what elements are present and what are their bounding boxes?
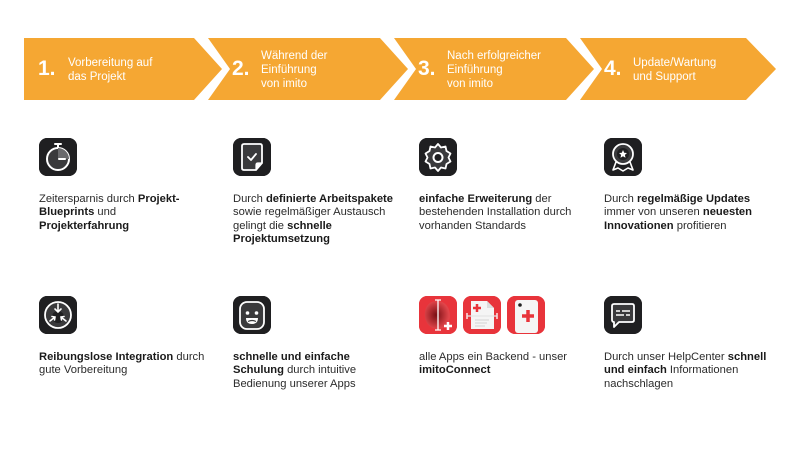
- benefit-text: Reibungslose Integration durch gute Vorb…: [39, 351, 209, 378]
- benefit-text: Durch regelmäßige Updates immer von unse…: [604, 193, 774, 233]
- step-number: 1.: [38, 57, 56, 80]
- step-label-line: Einführung: [261, 64, 317, 76]
- benefit-text-emphasis: schnell und einfach: [604, 351, 767, 377]
- benefit-text: schnelle und einfache Schulung durch int…: [233, 351, 403, 391]
- step-label-line: das Projekt: [68, 71, 126, 83]
- benefit-text-segment: der bestehenden Installation durch vorha…: [419, 193, 572, 232]
- benefit-card-4: Durch regelmäßige Updates immer von unse…: [604, 138, 774, 233]
- benefit-text: einfache Erweiterung der bestehenden Ins…: [419, 193, 589, 233]
- benefit-text-emphasis: einfache Erweiterung: [419, 193, 533, 205]
- step-label-line: Vorbereitung auf: [68, 57, 153, 69]
- step-label-line: und Support: [633, 71, 696, 83]
- benefit-text-emphasis: Projekterfahrung: [39, 219, 130, 232]
- step-4: 4. Update/Wartung und Support: [580, 38, 776, 100]
- wound-measure-app-icon: [419, 296, 457, 334]
- process-steps: 1. Vorbereitung auf das Projekt 2. Währe…: [24, 38, 784, 100]
- step-2: 2. Während der Einführung von imito: [208, 38, 408, 100]
- gear-icon: [419, 138, 457, 176]
- award-badge-icon: [604, 138, 642, 176]
- step-number: 3.: [418, 57, 436, 80]
- benefit-text-emphasis: schnelle Projektumsetzung: [233, 219, 332, 246]
- step-number: 4.: [604, 57, 622, 80]
- benefit-card-8: Durch unser HelpCenter schnell und einfa…: [604, 296, 774, 391]
- step-arrow-shape: [24, 38, 222, 100]
- step-label: Während der Einführung von imito: [261, 49, 327, 91]
- step-3: 3. Nach erfolgreicher Einführung von imi…: [394, 38, 594, 100]
- step-label: Nach erfolgreicher Einführung von imito: [447, 49, 541, 91]
- benefit-text-segment: Zeitersparnis durch: [39, 193, 138, 205]
- merge-arrows-icon: [39, 296, 77, 334]
- step-label-line: Nach erfolgreicher: [447, 50, 541, 62]
- benefit-text-segment: Durch: [604, 193, 637, 205]
- benefit-card-7: alle Apps ein Backend - unser imitoConne…: [419, 296, 589, 378]
- benefit-text-emphasis: schnelle und einfache Schulung: [233, 351, 350, 377]
- benefit-text-emphasis: neuesten Innovationen: [604, 206, 752, 232]
- step-label-line: von imito: [261, 78, 308, 90]
- benefit-text-segment: profitieren: [673, 219, 727, 232]
- chat-bubble-icon: [604, 296, 642, 334]
- benefit-text: Durch unser HelpCenter schnell und einfa…: [604, 351, 774, 391]
- step-1: 1. Vorbereitung auf das Projekt: [24, 38, 222, 100]
- benefit-text-emphasis: regelmäßige Updates: [636, 193, 751, 205]
- benefit-text-emphasis: Reibungslose Integration: [39, 351, 174, 363]
- benefit-text: Zeitersparnis durch Projekt-Blueprints u…: [39, 193, 209, 233]
- benefit-text-segment: Durch: [233, 193, 266, 205]
- benefit-text-segment: Informationen nachschlagen: [604, 364, 739, 390]
- benefit-text-segment: sowie regelmäßiger Austausch gelingt die: [233, 206, 386, 232]
- step-arrow-shape: [580, 38, 776, 100]
- step-label-line: von imito: [447, 78, 494, 90]
- benefit-card-2: Durch definierte Arbeitspakete sowie reg…: [233, 138, 403, 247]
- benefit-text-segment: Durch unser HelpCenter: [604, 351, 728, 363]
- benefit-card-3: einfache Erweiterung der bestehenden Ins…: [419, 138, 589, 233]
- benefit-text: alle Apps ein Backend - unser imitoConne…: [419, 351, 589, 378]
- step-label: Vorbereitung auf das Projekt: [68, 56, 152, 84]
- benefit-text-segment: durch intuitive Bedienung unserer Apps: [233, 364, 357, 390]
- step-label: Update/Wartung und Support: [633, 56, 716, 84]
- imito-apps-icons: [419, 296, 589, 334]
- benefit-text-segment: immer von unseren: [604, 206, 703, 219]
- benefit-text-segment: durch gute Vorbereitung: [39, 351, 205, 377]
- benefit-card-5: Reibungslose Integration durch gute Vorb…: [39, 296, 209, 378]
- photo-doc-app-icon: [507, 296, 545, 334]
- benefit-text-emphasis: definierte Arbeitspakete: [265, 193, 393, 205]
- smiley-face-icon: [233, 296, 271, 334]
- step-label-line: Während der: [261, 50, 328, 62]
- step-number: 2.: [232, 57, 250, 80]
- stopwatch-icon: [39, 138, 77, 176]
- step-arrow-shape: [394, 38, 594, 100]
- benefit-card-1: Zeitersparnis durch Projekt-Blueprints u…: [39, 138, 209, 233]
- benefit-text-segment: und: [94, 206, 117, 219]
- document-measure-app-icon: [463, 296, 501, 334]
- benefit-text-segment: alle Apps ein Backend - unser: [419, 351, 568, 363]
- benefit-text-emphasis: Projekt-Blueprints: [39, 193, 180, 219]
- step-arrow-shape: [208, 38, 408, 100]
- benefit-text-emphasis: imitoConnect: [419, 364, 491, 377]
- step-label-line: Update/Wartung: [633, 57, 717, 69]
- step-label-line: Einführung: [447, 64, 503, 76]
- benefit-card-6: schnelle und einfache Schulung durch int…: [233, 296, 403, 391]
- checked-document-icon: [233, 138, 271, 176]
- benefit-text: Durch definierte Arbeitspakete sowie reg…: [233, 193, 403, 247]
